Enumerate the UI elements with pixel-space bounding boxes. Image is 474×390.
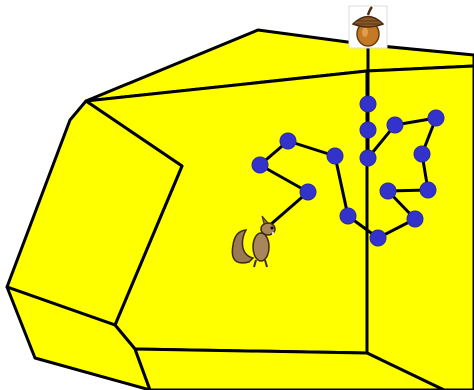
path-node[interactable] — [251, 156, 269, 174]
path-node[interactable] — [359, 149, 377, 167]
polyhedron — [5, 28, 474, 390]
path-node[interactable] — [406, 210, 424, 228]
acorn-icon[interactable] — [348, 5, 388, 49]
path-nodes — [251, 95, 445, 247]
path-node[interactable] — [339, 207, 357, 225]
path-node[interactable] — [379, 182, 397, 200]
path-node[interactable] — [427, 109, 445, 127]
path-node[interactable] — [419, 181, 437, 199]
squirrel-icon[interactable] — [231, 215, 276, 268]
path-node[interactable] — [386, 116, 404, 134]
path-node[interactable] — [299, 183, 317, 201]
face-right — [365, 64, 474, 390]
face-bottom — [133, 347, 446, 390]
path-node[interactable] — [326, 147, 344, 165]
path-node[interactable] — [359, 95, 377, 113]
path-node[interactable] — [279, 132, 297, 150]
path-node[interactable] — [413, 145, 431, 163]
path-node[interactable] — [369, 229, 387, 247]
path-node[interactable] — [359, 121, 377, 139]
